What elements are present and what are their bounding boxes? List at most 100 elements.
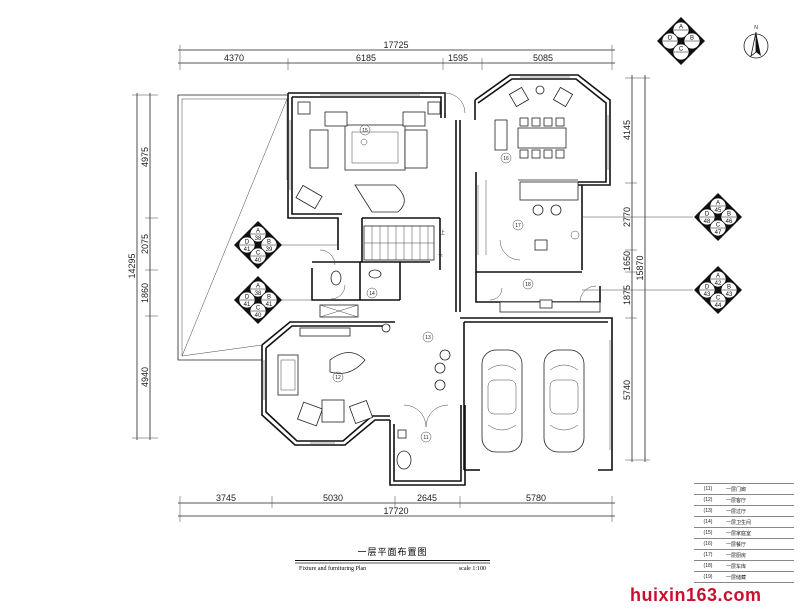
north-label: N <box>754 25 758 31</box>
bottom-dimension-3: 2645 <box>417 493 437 503</box>
porch-fixtures <box>396 429 412 470</box>
legend-number: (12) <box>703 497 713 503</box>
legend-number: (14) <box>703 519 713 525</box>
left-dimension-2: 2075 <box>140 234 150 254</box>
index-letter: D <box>705 285 710 291</box>
terrace <box>177 94 288 361</box>
watermark: huixin163.com <box>630 585 762 605</box>
index-number: 46 <box>726 219 733 225</box>
index-letter: A <box>716 274 720 280</box>
index-number: 45 <box>715 208 722 214</box>
top-dimension-1: 4370 <box>224 53 244 63</box>
bottom-dimension-2: 5030 <box>323 493 343 503</box>
legend-room-name: 一层卫生间 <box>726 519 752 526</box>
left-total-dimension: 14295 <box>127 253 137 278</box>
building-walls <box>261 74 613 486</box>
left-dimension-chain: 14295 4975 2075 1860 4940 <box>127 93 158 440</box>
car-left-icon <box>481 349 523 453</box>
index-number: 48 <box>704 219 711 225</box>
room-tags: 11 12 13 14 15 16 17 18 <box>332 124 534 443</box>
index-letter: C <box>716 296 721 302</box>
right-dimension-4: 1875 <box>622 285 632 305</box>
legend-row: (13)一层过厅 <box>694 506 794 517</box>
index-letter: B <box>267 295 271 301</box>
room-tag-14: 14 <box>369 291 375 297</box>
index-number: 40 <box>255 258 262 264</box>
index-letter: D <box>245 240 250 246</box>
bottom-dimension-chain: 3745 5030 2645 5780 17720 <box>178 493 615 522</box>
storage-fixtures <box>499 299 601 313</box>
room-tag-15: 15 <box>362 128 368 134</box>
legend-row: (18)一层车库 <box>694 561 794 572</box>
index-number: 38 <box>255 291 262 297</box>
legend-room-name: 一层客厅 <box>726 497 747 504</box>
legend-row: (11) 一层门廊 <box>694 483 794 495</box>
car-right-icon <box>543 349 585 453</box>
north-arrow-icon: N <box>743 25 769 59</box>
top-dimension-2: 6185 <box>356 53 376 63</box>
legend-number: (13) <box>703 508 713 514</box>
index-letter: D <box>668 36 673 42</box>
dining-furniture <box>494 85 574 159</box>
index-letter: A <box>716 201 720 207</box>
room-tag-13: 13 <box>425 335 431 341</box>
index-letter: A <box>256 229 260 235</box>
legend-number: (16) <box>703 541 713 547</box>
index-letter: C <box>679 47 684 53</box>
index-number: 41 <box>244 247 251 253</box>
right-dimension-3: 1650 <box>622 251 632 271</box>
legend-number: (15) <box>703 530 713 536</box>
windows <box>263 76 611 450</box>
index-number: 39 <box>266 247 273 253</box>
legend-row: (19)一层储藏 <box>694 572 794 583</box>
right-dimension-1: 4145 <box>622 120 632 140</box>
room-tag-18: 18 <box>525 282 531 288</box>
index-number: 38 <box>255 236 262 242</box>
index-number: 41 <box>244 302 251 308</box>
legend-row: (12) 一层客厅 <box>694 495 794 506</box>
index-letter: A <box>679 25 683 31</box>
room-tag-17: 17 <box>515 223 521 229</box>
stair-down-label: 下 <box>438 254 443 260</box>
legend-number: (17) <box>703 552 713 558</box>
index-letter: C <box>716 223 721 229</box>
index-number: 43 <box>704 292 711 298</box>
index-letter: B <box>727 212 731 218</box>
index-letter: D <box>245 295 250 301</box>
index-number: 47 <box>715 230 722 236</box>
top-total-dimension: 17725 <box>383 40 408 50</box>
drawing-title-block: 一层平面布置图 Fixture and furnituring Plan sca… <box>295 545 490 572</box>
stair-up-label: 上 <box>440 229 445 236</box>
index-letter: C <box>256 306 261 312</box>
left-dimension-4: 4940 <box>140 367 150 387</box>
legend-number: (11) <box>703 486 713 492</box>
stairs: 上 下 <box>363 225 445 261</box>
index-number: 40 <box>255 313 262 319</box>
legend-room-name: 一层餐厅 <box>726 541 747 548</box>
right-total-dimension: 15870 <box>635 255 645 280</box>
index-letter: A <box>256 284 260 290</box>
index-number: 44 <box>715 303 722 309</box>
room-legend: (11) 一层门廊 (12) 一层客厅 (13)一层过厅 (14) 一层卫生间 (15)一层家… <box>694 483 794 595</box>
index-letter: B <box>727 285 731 291</box>
index-number: 43 <box>726 292 733 298</box>
bottom-dimension-4: 5780 <box>526 493 546 503</box>
index-letter: C <box>256 251 261 257</box>
legend-room-name: 一层门廊 <box>726 486 747 493</box>
index-number: 42 <box>715 281 722 287</box>
legend-number: (18) <box>703 563 713 569</box>
right-dimension-5: 5740 <box>622 380 632 400</box>
left-dimension-1: 4975 <box>140 147 150 167</box>
top-dimension-chain: 17725 4370 6185 1595 5085 <box>178 40 615 70</box>
room-tag-11: 11 <box>423 435 428 441</box>
drawing-title: 一层平面布置图 <box>357 548 428 558</box>
living-room-furniture <box>277 323 451 427</box>
right-dimension-chain: 4145 2770 1650 1875 5740 15870 <box>622 75 650 462</box>
index-letter: D <box>705 212 710 218</box>
legend-row: (15)一层家庭室 <box>694 528 794 539</box>
